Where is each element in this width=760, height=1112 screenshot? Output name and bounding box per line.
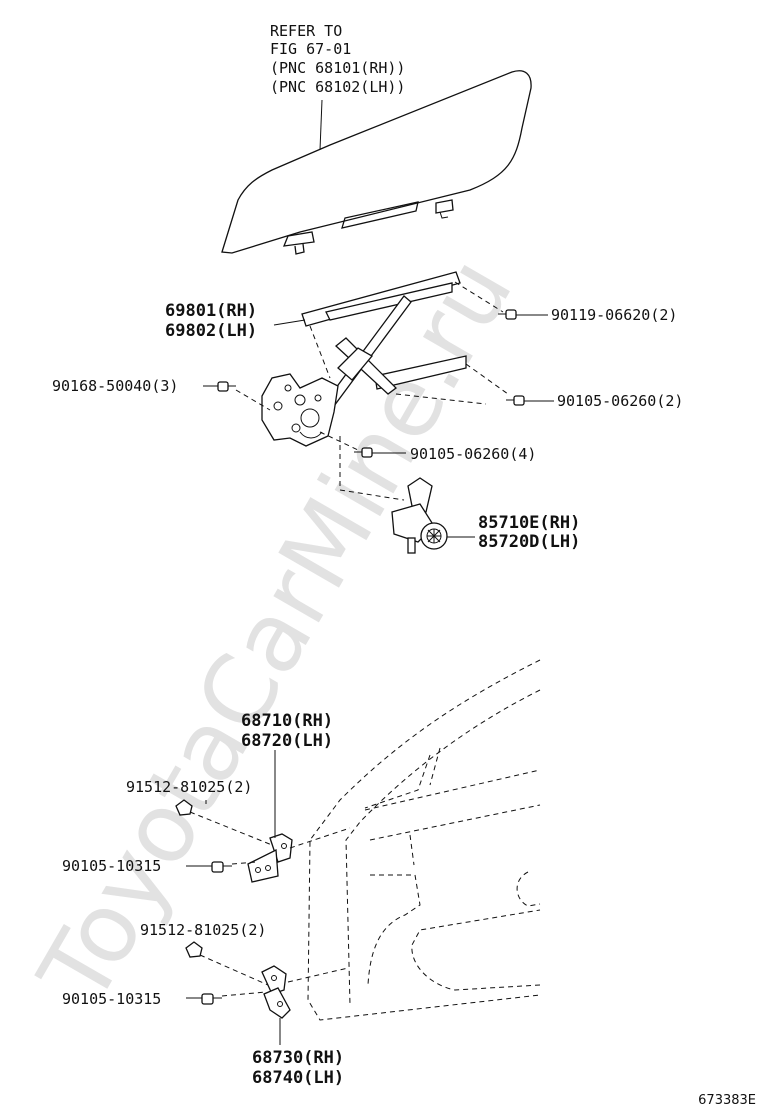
label-69801[interactable]: 69801(RH) (165, 301, 257, 321)
label-85720d[interactable]: 85720D(LH) (478, 532, 580, 552)
label-69802[interactable]: 69802(LH) (165, 321, 257, 341)
door-glass (221, 70, 532, 255)
label-68740[interactable]: 68740(LH) (252, 1068, 344, 1088)
door-body-outline (307, 659, 541, 1021)
bolt-90105-upper-hinge-icon (211, 861, 232, 873)
label-90105-10315-upper[interactable]: 90105-10315 (62, 857, 161, 875)
regulator-leader (273, 319, 306, 326)
label-91512-81025-upper[interactable]: 91512-81025(2) (126, 778, 252, 796)
label-91512-81025-lower[interactable]: 91512-81025(2) (140, 921, 266, 939)
bolt-90168-icon (217, 381, 236, 392)
label-90105-06260-upper[interactable]: 90105-06260(2) (557, 392, 683, 410)
figure-id: 673383E (698, 1093, 756, 1108)
regulator-motor (391, 477, 448, 554)
label-90119-06620[interactable]: 90119-06620(2) (551, 306, 677, 324)
refer-line-2: FIG 67-01 (270, 40, 351, 58)
bolt-90119-icon (498, 309, 517, 320)
refer-line-1: REFER TO (270, 22, 342, 40)
bolt-91512-upper-icon (175, 799, 193, 816)
refer-leader (319, 99, 323, 151)
bolt-90105-lower-hinge-icon (201, 993, 222, 1005)
upper-hinge (247, 833, 293, 883)
watermark: ToyotaCarMine.ru (17, 239, 534, 1022)
window-regulator (261, 271, 467, 447)
bolt-90105-lower-icon (354, 447, 373, 458)
label-90105-06260-lower[interactable]: 90105-06260(4) (410, 445, 536, 463)
lower-hinge (261, 965, 291, 1019)
label-68710[interactable]: 68710(RH) (241, 711, 333, 731)
label-68730[interactable]: 68730(RH) (252, 1048, 344, 1068)
label-85710e[interactable]: 85710E(RH) (478, 513, 580, 533)
bolt-90105-upper-icon (506, 395, 525, 406)
label-68720[interactable]: 68720(LH) (241, 731, 333, 751)
bolt-91512-lower-icon (185, 941, 203, 958)
label-90105-10315-lower[interactable]: 90105-10315 (62, 990, 161, 1008)
label-90168-50040[interactable]: 90168-50040(3) (52, 377, 178, 395)
refer-line-4: (PNC 68102(LH)) (270, 78, 405, 96)
refer-line-3: (PNC 68101(RH)) (270, 59, 405, 77)
